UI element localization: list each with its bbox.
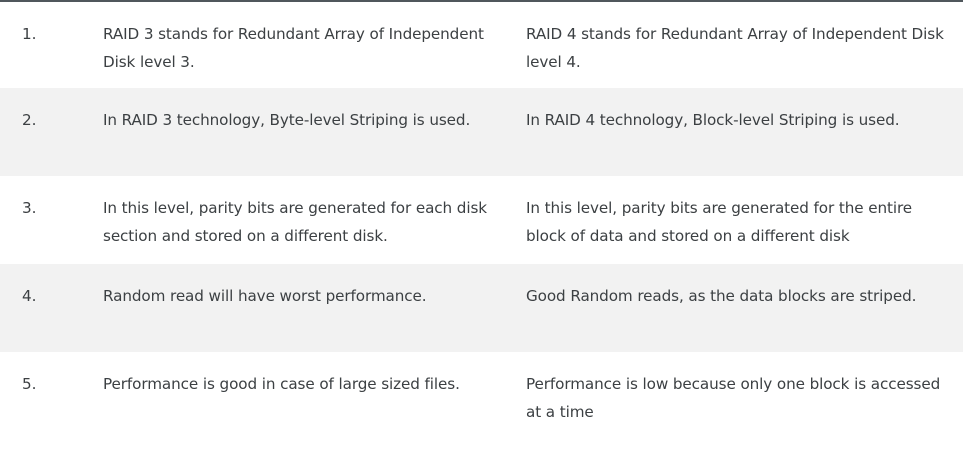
raid4-cell: Good Random reads, as the data blocks ar… <box>526 287 917 305</box>
row-number: 2. <box>22 111 37 129</box>
row-number: 1. <box>22 25 37 43</box>
raid4-cell: Performance is low because only one bloc… <box>526 375 941 421</box>
raid4-cell: RAID 4 stands for Redundant Array of Ind… <box>526 25 944 71</box>
raid3-cell: Random read will have worst performance. <box>103 287 427 305</box>
table-row: 5. Performance is good in case of large … <box>0 352 963 440</box>
raid3-cell: In this level, parity bits are generated… <box>103 199 487 245</box>
row-number: 3. <box>22 199 37 217</box>
comparison-table: 1. RAID 3 stands for Redundant Array of … <box>0 0 963 440</box>
row-number: 4. <box>22 287 37 305</box>
table-row: 2. In RAID 3 technology, Byte-level Stri… <box>0 88 963 176</box>
raid3-cell: Performance is good in case of large siz… <box>103 375 460 393</box>
table-row: 3. In this level, parity bits are genera… <box>0 176 963 264</box>
raid3-cell: RAID 3 stands for Redundant Array of Ind… <box>103 25 484 71</box>
table-row: 1. RAID 3 stands for Redundant Array of … <box>0 2 963 88</box>
raid4-cell: In this level, parity bits are generated… <box>526 199 913 245</box>
row-number: 5. <box>22 375 37 393</box>
raid4-cell: In RAID 4 technology, Block-level Stripi… <box>526 111 900 129</box>
table-row: 4. Random read will have worst performan… <box>0 264 963 352</box>
raid3-cell: In RAID 3 technology, Byte-level Stripin… <box>103 111 471 129</box>
